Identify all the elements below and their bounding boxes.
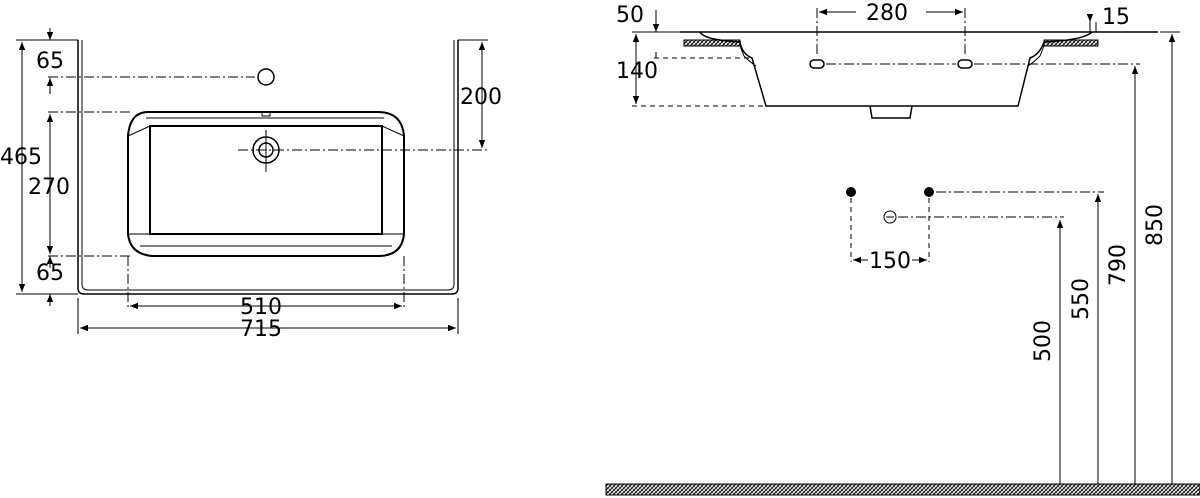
dim-overall-depth: 465 xyxy=(0,145,42,170)
dim-bowl-width: 510 xyxy=(240,295,282,320)
dim-waste-height: 500 xyxy=(1031,320,1056,362)
basin-body xyxy=(699,31,1093,107)
supply-point-left-icon xyxy=(846,187,856,197)
dim-bowl-depth: 270 xyxy=(28,175,70,200)
body-inner-left xyxy=(739,45,757,67)
tap-slot-left-icon xyxy=(809,59,825,69)
bowl-outline xyxy=(127,111,405,257)
basin-outline xyxy=(77,40,459,295)
floor-hatch xyxy=(605,483,1200,496)
waste-pipe xyxy=(869,105,913,119)
dim-body-height: 140 xyxy=(616,59,658,84)
waste-outlet-icon xyxy=(883,210,897,224)
dim-waste-offset: 200 xyxy=(460,85,502,110)
supply-point-right-icon xyxy=(924,187,934,197)
basin-inner-edge xyxy=(81,40,455,291)
overflow-slot-icon xyxy=(261,111,271,117)
side-view: 50 140 280 15 xyxy=(616,1,1158,119)
tap-slot-right-icon xyxy=(957,59,973,69)
tap-hole-icon xyxy=(257,68,275,86)
dim-edge-step: 15 xyxy=(1102,5,1130,30)
bowl-inner xyxy=(149,125,383,235)
step-marks xyxy=(1089,22,1097,32)
dim-tap-offset: 65 xyxy=(36,49,64,74)
installation-view: 150 500 550 790 850 xyxy=(605,31,1200,496)
dim-rim-height: 850 xyxy=(1143,204,1168,246)
dim-supply-height: 550 xyxy=(1069,278,1094,320)
dim-overall-width: 715 xyxy=(240,317,282,342)
body-inner-right xyxy=(1027,45,1045,67)
top-view: 65 465 270 65 200 510 715 xyxy=(0,28,502,342)
dim-supply-spacing: 150 xyxy=(869,249,911,274)
dim-tap-height: 790 xyxy=(1106,244,1131,286)
bowl-chamfers xyxy=(127,125,405,235)
dim-rim-thickness: 50 xyxy=(616,3,644,28)
dim-tap-spacing: 280 xyxy=(866,1,908,26)
dim-front-offset: 65 xyxy=(36,261,64,286)
